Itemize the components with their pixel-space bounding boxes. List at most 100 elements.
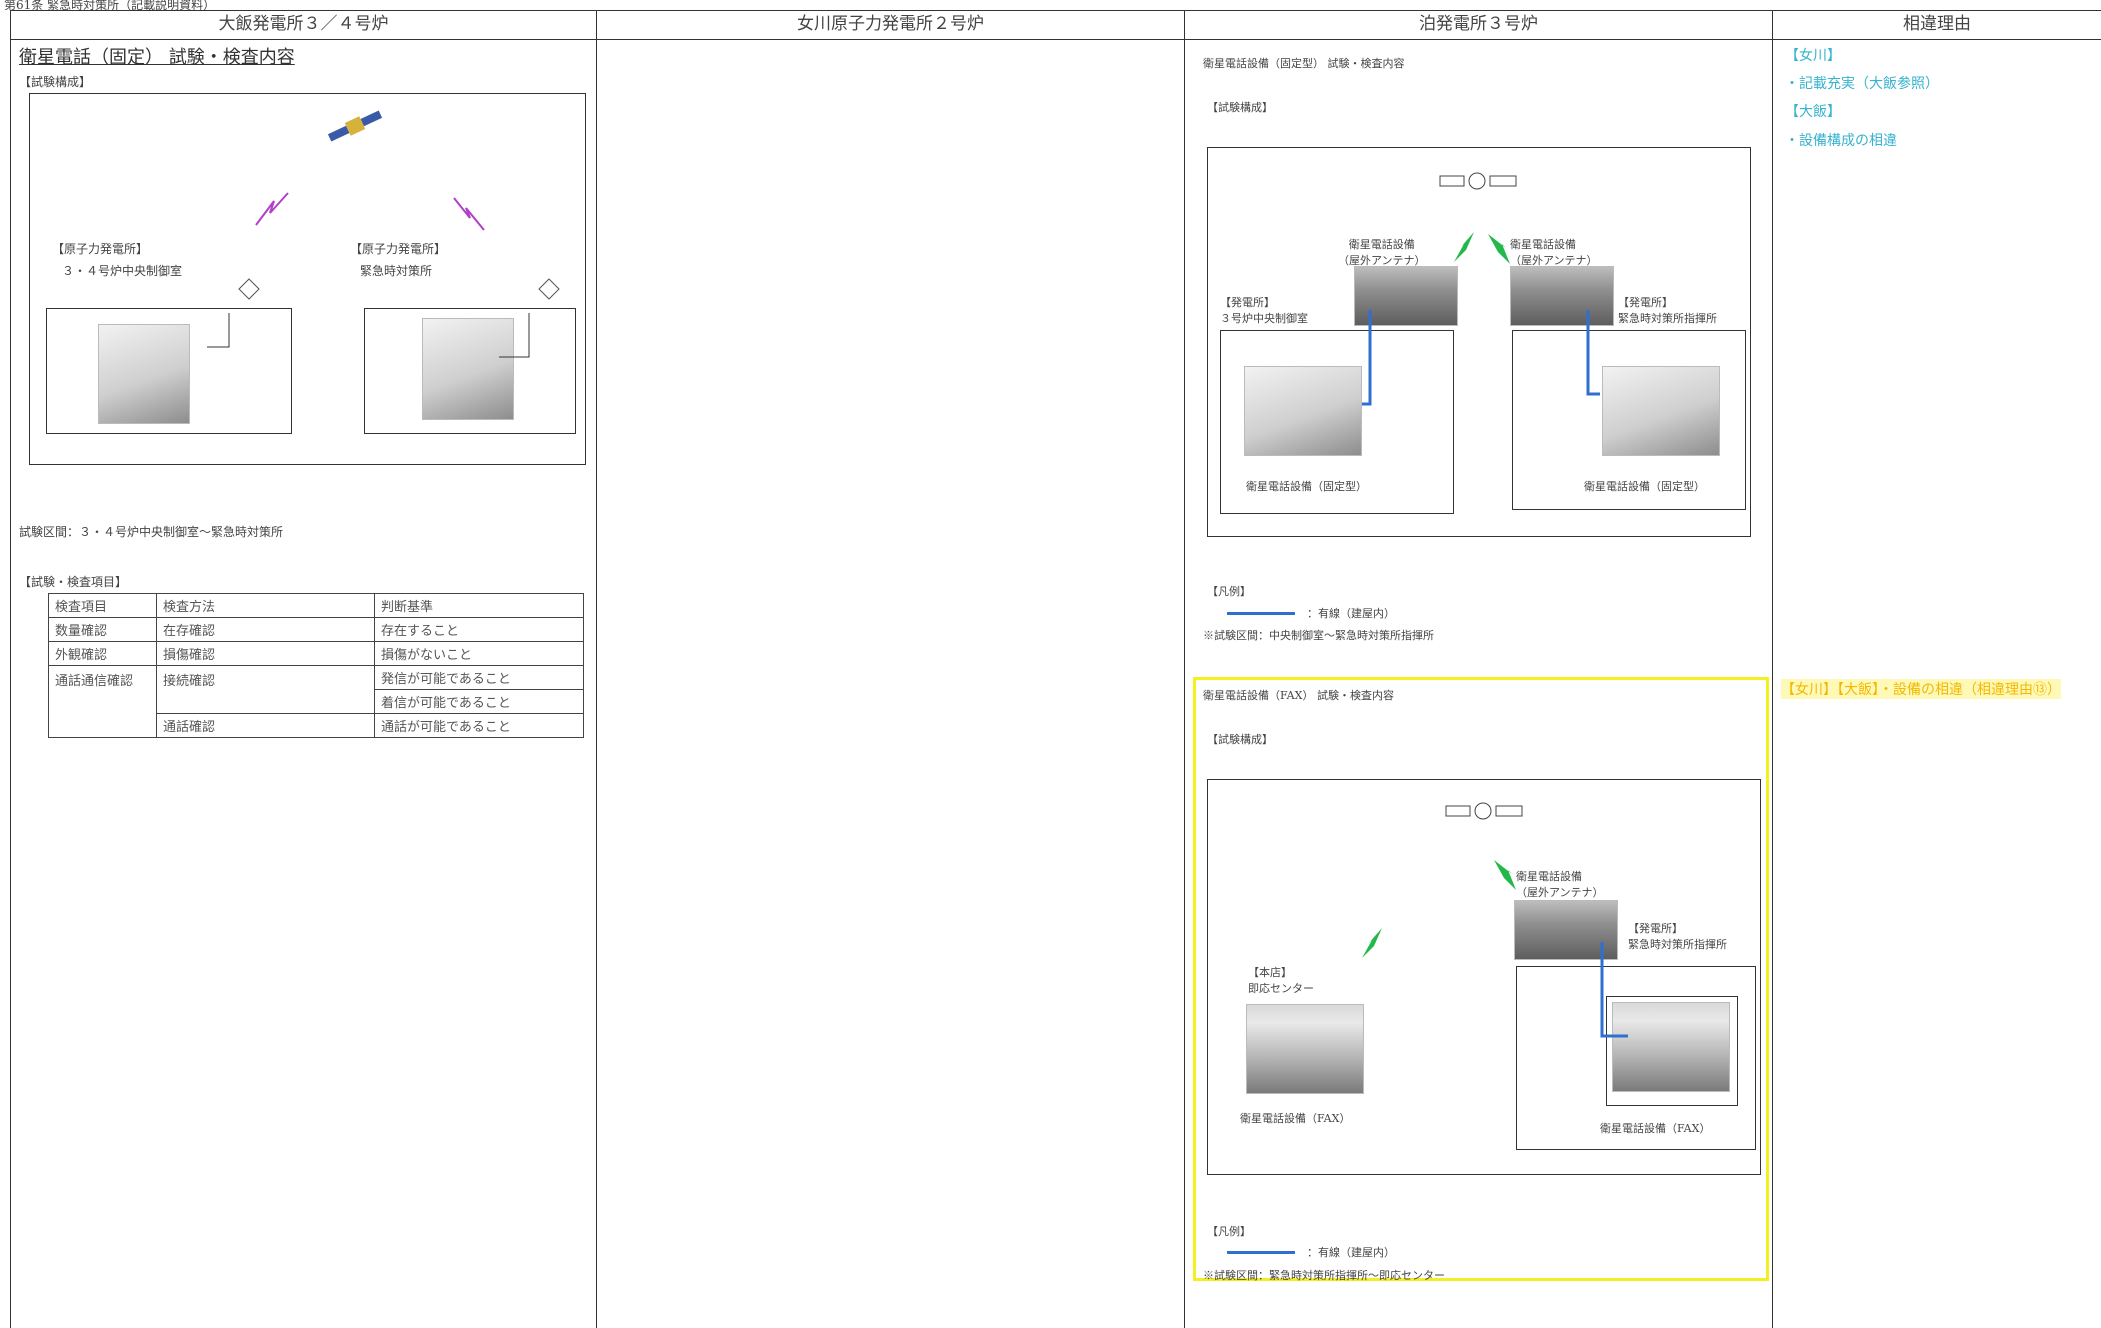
ohi-section-title: 衛星電話（固定） 試験・検査内容 <box>19 47 295 68</box>
tomari-fixed-config-label: 【試験構成】 <box>1207 101 1273 114</box>
label-line: （屋外アンテナ） <box>1338 254 1426 267</box>
comparison-table: 大飯発電所３／４号炉 衛星電話（固定） 試験・検査内容 【試験構成】 【原子力発… <box>10 10 2101 1328</box>
label-line: ３号炉中央制御室 <box>1220 312 1308 325</box>
table-cell: 外観確認 <box>48 641 157 666</box>
label-line: 緊急時対策所指揮所 <box>1618 312 1717 325</box>
reason-line: 【女川】 <box>1785 48 1841 64</box>
label-line: 【発電所】 <box>1618 296 1673 309</box>
table-cell: 着信が可能であること <box>374 689 584 714</box>
label-line: （屋外アンテナ） <box>1516 886 1604 899</box>
lightning-icon <box>453 197 485 231</box>
ohi-diagram-box: 【原子力発電所】 ３・４号炉中央制御室 【原子力発電所】 緊急時対策所 <box>29 93 586 465</box>
fax-right-room-box <box>1516 966 1756 1150</box>
label-line: （屋外アンテナ） <box>1510 254 1598 267</box>
right-room-box <box>1512 330 1746 510</box>
lightning-icon <box>1454 232 1474 262</box>
reason-line: ・設備構成の相違 <box>1785 133 1897 149</box>
label-line: 緊急時対策所指揮所 <box>1628 938 1727 951</box>
ohi-test-range: 試験区間：３・４号炉中央制御室～緊急時対策所 <box>19 525 284 539</box>
label-line: 【発電所】 <box>1220 296 1275 309</box>
satellite-icon <box>1445 802 1523 820</box>
left-device-label: 衛星電話設備（固定型） <box>1246 480 1367 493</box>
satellite-phone-photo <box>98 324 190 424</box>
right-antenna-label: 衛星電話設備 （屋外アンテナ） <box>1510 236 1598 268</box>
right-device-label: 衛星電話設備（固定型） <box>1584 480 1705 493</box>
satellite-phone-photo <box>422 318 514 420</box>
table-row: 通話通信確認 接続確認 発信が可能であること <box>48 665 584 738</box>
left-antenna-label: 衛星電話設備 （屋外アンテナ） <box>1338 236 1426 268</box>
tomari-fixed-legend-label: 【凡例】 <box>1207 585 1251 598</box>
wired-connection <box>1600 942 1628 1038</box>
satellite-phone-photo <box>1602 366 1720 456</box>
label-line: 衛星電話設備 <box>1516 870 1582 883</box>
inspection-table: 検査項目 検査方法 判断基準 数量確認 在存確認 存在すること 外観確認 損傷確… <box>48 593 584 738</box>
table-cell: 通話確認 <box>156 713 375 738</box>
tomari-fax-title: 衛星電話設備（FAX） 試験・検査内容 <box>1203 689 1394 702</box>
table-row: 通話確認 通話が可能であること <box>49 713 584 738</box>
table-cell: 存在すること <box>374 617 584 642</box>
right-room-box <box>364 308 576 434</box>
fax-inner-box <box>1606 996 1738 1106</box>
table-cell: 損傷確認 <box>156 641 375 666</box>
tomari-fax-section-note: ※試験区間：緊急時対策所指揮所～即応センター <box>1203 1269 1445 1282</box>
reason-highlight: 【女川】【大飯】・設備の相違（相違理由⑬） <box>1781 679 2061 699</box>
table-cell: 数量確認 <box>48 617 157 642</box>
left-station-label: 【原子力発電所】 <box>52 242 149 256</box>
antenna-icon <box>538 278 560 300</box>
table-cell: 在存確認 <box>156 617 375 642</box>
fax-left-device-label: 衛星電話設備（FAX） <box>1240 1112 1351 1125</box>
label-line: 即応センター <box>1248 982 1314 995</box>
left-room-box <box>1220 330 1454 514</box>
fax-right-station-label: 【発電所】 緊急時対策所指揮所 <box>1628 920 1727 952</box>
label-line: 衛星電話設備 <box>1348 238 1415 251</box>
column-reasons: 相違理由 【女川】 ・記載充実（大飯参照） 【大飯】 ・設備構成の相違 【女川】… <box>1772 11 2101 1328</box>
table-cell: 通話が可能であること <box>374 713 584 738</box>
lightning-icon <box>1362 928 1382 958</box>
ohi-config-label: 【試験構成】 <box>19 75 92 89</box>
table-row: 外観確認 損傷確認 損傷がないこと <box>48 641 584 666</box>
satellite-phone-photo <box>1244 366 1362 456</box>
legend-wire-line <box>1227 1251 1295 1254</box>
ohi-items-label: 【試験・検査項目】 <box>19 575 128 589</box>
tomari-fixed-title: 衛星電話設備（固定型） 試験・検査内容 <box>1203 57 1405 70</box>
fax-left-station-label: 【本店】 即応センター <box>1248 964 1314 996</box>
right-station-label: 【発電所】 緊急時対策所指揮所 <box>1618 294 1717 326</box>
table-header-row: 検査項目 検査方法 判断基準 <box>48 593 584 618</box>
fax-right-device-label: 衛星電話設備（FAX） <box>1600 1122 1711 1135</box>
fax-machine-photo <box>1612 1002 1730 1092</box>
tomari-fixed-section-note: ※試験区間：中央制御室～緊急時対策所指揮所 <box>1203 629 1434 642</box>
tomari-fax-legend-label: 【凡例】 <box>1207 1225 1251 1238</box>
reason-line: ・記載充実（大飯参照） <box>1785 76 1939 92</box>
column-ohi: 大飯発電所３／４号炉 衛星電話（固定） 試験・検査内容 【試験構成】 【原子力発… <box>10 11 596 1328</box>
table-header-cell: 判断基準 <box>374 593 584 618</box>
lightning-icon <box>1488 234 1510 264</box>
tomari-fax-diagram: 衛星電話設備 （屋外アンテナ） 【発電所】 緊急時対策所指揮所 【本店】 即応セ… <box>1207 779 1761 1175</box>
tomari-fixed-diagram: 衛星電話設備 （屋外アンテナ） 衛星電話設備 （屋外アンテナ） 【発電所】 ３号… <box>1207 147 1751 537</box>
column-header-ohi: 大飯発電所３／４号炉 <box>11 11 596 40</box>
left-room-label: ３・４号炉中央制御室 <box>62 264 183 278</box>
tomari-fax-config-label: 【試験構成】 <box>1207 733 1273 746</box>
tomari-fixed-legend-text: ：有線（建屋内） <box>1307 607 1395 620</box>
tomari-fax-legend-text: ：有線（建屋内） <box>1307 1246 1395 1259</box>
reason-line: 【大飯】 <box>1785 104 1841 120</box>
right-station-label: 【原子力発電所】 <box>350 242 447 256</box>
fax-antenna-label: 衛星電話設備 （屋外アンテナ） <box>1516 868 1604 900</box>
table-header-cell: 検査方法 <box>156 593 375 618</box>
left-room-box <box>46 308 292 434</box>
wired-connection <box>1362 310 1600 406</box>
table-cell: 通話通信確認 <box>48 665 157 738</box>
document-header: 第61条 緊急時対策所（記載説明資料） <box>4 0 216 10</box>
table-row: 数量確認 在存確認 存在すること <box>48 617 584 642</box>
outdoor-antenna-photo <box>1510 266 1614 326</box>
antenna-icon <box>238 278 260 300</box>
label-line: 【本店】 <box>1248 966 1292 979</box>
table-cell: 損傷がないこと <box>374 641 584 666</box>
wiring-lines <box>207 313 530 358</box>
column-tomari: 泊発電所３号炉 衛星電話設備（固定型） 試験・検査内容 【試験構成】 衛星電話設… <box>1184 11 1772 1328</box>
column-header-reasons: 相違理由 <box>1773 11 2101 40</box>
right-room-label: 緊急時対策所 <box>360 264 433 278</box>
lightning-icon <box>1494 860 1516 890</box>
table-header-cell: 検査項目 <box>48 593 157 618</box>
satellite-icon <box>1439 172 1517 190</box>
column-onagawa: 女川原子力発電所２号炉 <box>596 11 1184 1328</box>
